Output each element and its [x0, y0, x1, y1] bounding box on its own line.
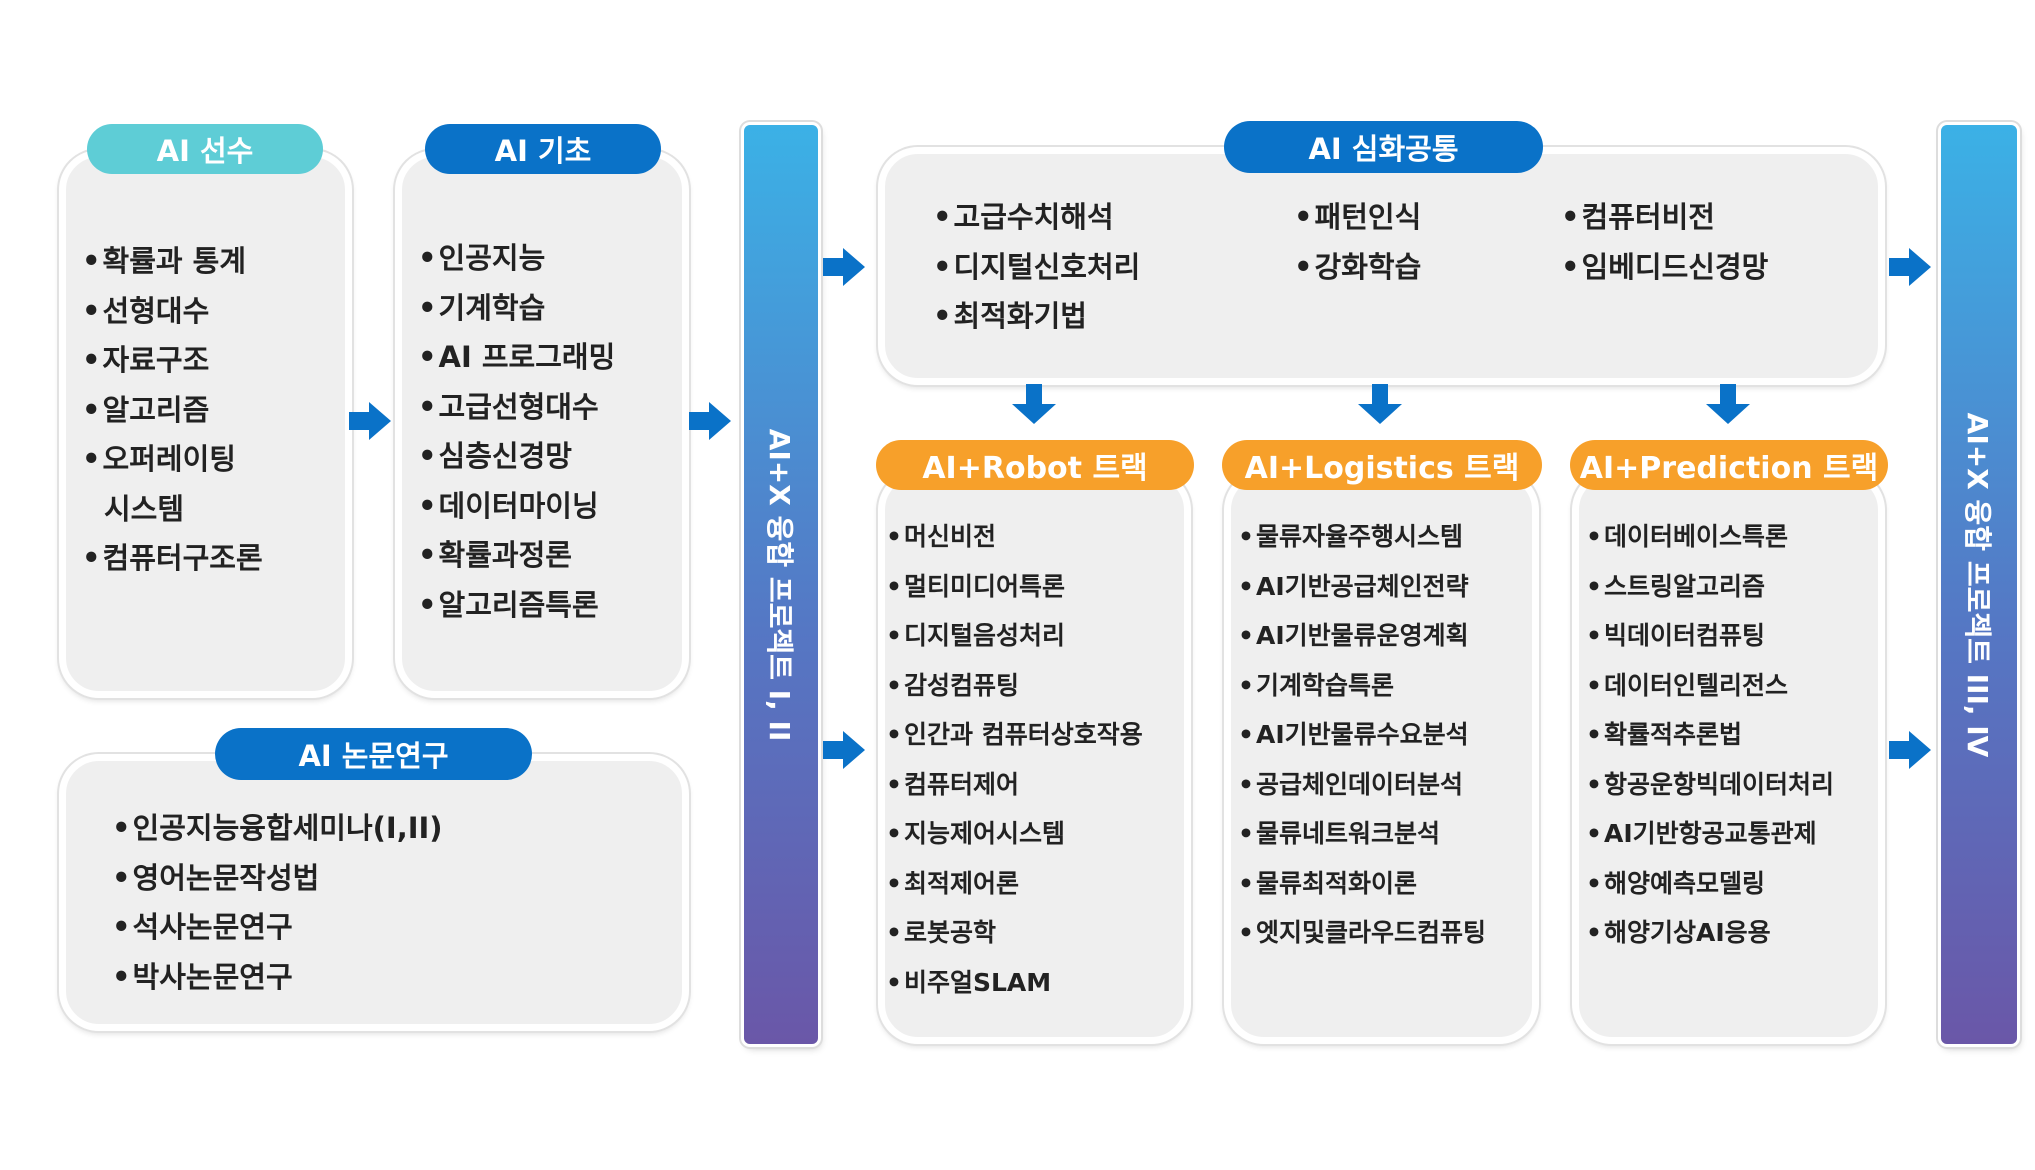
list-item: 확률과정론: [418, 531, 615, 581]
list-item: 알고리즘: [82, 386, 263, 436]
advanced-col1: 고급수치해석 디지털신호처리 최적화기법: [933, 193, 1141, 342]
list-item: 최적제어론: [886, 859, 1143, 909]
list-item: 해양예측모델링: [1586, 859, 1834, 909]
list-item: 임베디드신경망: [1561, 243, 1769, 293]
list-item: 오퍼레이팅: [82, 435, 263, 485]
list-item: AI기반항공교통관제: [1586, 809, 1834, 859]
arrow-right-icon: [349, 402, 391, 440]
prediction-track-title: AI+Prediction 트랙: [1570, 440, 1888, 490]
robot-track-list: 머신비전 멀티미디어특론 디지털음성처리 감성컴퓨팅 인간과 컴퓨터상호작용 컴…: [886, 512, 1143, 1007]
list-item: 디지털신호처리: [933, 243, 1141, 293]
basic-title: AI 기초: [425, 124, 661, 174]
project-2-bar: AI+X 융합 프로젝트 III, IV: [1941, 125, 2017, 1044]
list-item: 석사논문연구: [112, 903, 443, 953]
arrow-right-icon: [823, 731, 865, 769]
arrow-right-icon: [823, 248, 865, 286]
list-item: 자료구조: [82, 336, 263, 386]
list-item: 로봇공학: [886, 908, 1143, 958]
list-item: 선형대수: [82, 287, 263, 337]
list-item: 알고리즘특론: [418, 581, 615, 631]
list-item: 컴퓨터구조론: [82, 534, 263, 584]
project-1-label: AI+X 융합 프로젝트 I, II: [763, 428, 796, 741]
list-item: 인공지능: [418, 234, 615, 284]
list-item: 인공지능융합세미나(I,II): [112, 804, 443, 854]
list-item: 인간과 컴퓨터상호작용: [886, 710, 1143, 760]
list-item: AI 프로그래밍: [418, 333, 616, 383]
list-item: 멀티미디어특론: [886, 562, 1143, 612]
advanced-title: AI 심화공통: [1224, 121, 1543, 173]
robot-track-title: AI+Robot 트랙: [876, 440, 1194, 490]
arrow-down-icon: [1706, 384, 1750, 424]
arrow-down-icon: [1358, 384, 1402, 424]
arrow-right-icon: [1889, 248, 1931, 286]
list-item: 해양기상AI응용: [1586, 908, 1834, 958]
thesis-title: AI 논문연구: [215, 728, 532, 780]
list-item: 기계학습: [418, 284, 615, 334]
list-item: 강화학습: [1294, 243, 1422, 293]
list-item: 심층신경망: [418, 432, 615, 482]
list-item: AI기반공급체인전략: [1238, 562, 1486, 612]
list-item: 확률과 통계: [82, 237, 263, 287]
list-item: 컴퓨터비전: [1561, 193, 1768, 243]
list-item: 컴퓨터제어: [886, 760, 1143, 810]
arrow-right-icon: [689, 402, 731, 440]
project-2-label: AI+X 융합 프로젝트 III, IV: [1961, 412, 1994, 757]
logistics-track-list: 물류자율주행시스템 AI기반공급체인전략 AI기반물류운영계획 기계학습특론 A…: [1238, 512, 1486, 958]
list-item: 데이터인텔리전스: [1586, 661, 1834, 711]
logistics-track-title: AI+Logistics 트랙: [1222, 440, 1542, 490]
list-item: 고급수치해석: [933, 193, 1140, 243]
list-item: 데이터마이닝: [418, 482, 615, 532]
list-item: 공급체인데이터분석: [1238, 760, 1486, 810]
list-item: 박사논문연구: [112, 953, 443, 1003]
list-item: 머신비전: [886, 512, 1143, 562]
list-item: 최적화기법: [933, 292, 1140, 342]
prereq-title: AI 선수: [87, 124, 323, 174]
prediction-track-list: 데이터베이스특론 스트링알고리즘 빅데이터컴퓨팅 데이터인텔리전스 확률적추론법…: [1586, 512, 1834, 958]
list-item: 물류네트워크분석: [1238, 809, 1486, 859]
arrow-right-icon: [1889, 731, 1931, 769]
list-item: 패턴인식: [1294, 193, 1422, 243]
list-item: 비주얼SLAM: [886, 958, 1143, 1008]
list-item: 시스템: [104, 491, 185, 526]
list-item: AI기반물류운영계획: [1238, 611, 1486, 661]
list-item: 물류최적화이론: [1238, 859, 1486, 909]
list-item: 물류자율주행시스템: [1238, 512, 1486, 562]
list-item: 확률적추론법: [1586, 710, 1834, 760]
list-item: 빅데이터컴퓨팅: [1586, 611, 1834, 661]
list-item: 기계학습특론: [1238, 661, 1486, 711]
arrow-down-icon: [1012, 384, 1056, 424]
thesis-list: 인공지능융합세미나(I,II) 영어논문작성법 석사논문연구 박사논문연구: [112, 804, 443, 1002]
advanced-col3: 컴퓨터비전 임베디드신경망: [1561, 193, 1769, 293]
prereq-list: 확률과 통계 선형대수 자료구조 알고리즘 오퍼레이팅 시스템 컴퓨터구조론: [82, 237, 263, 584]
list-item: 감성컴퓨팅: [886, 661, 1143, 711]
list-item: 지능제어시스템: [886, 809, 1143, 859]
list-item: 항공운항빅데이터처리: [1586, 760, 1834, 810]
list-item: 영어논문작성법: [112, 854, 443, 904]
list-item: 엣지및클라우드컴퓨팅: [1238, 908, 1486, 958]
project-1-bar: AI+X 융합 프로젝트 I, II: [744, 125, 818, 1044]
list-item: 디지털음성처리: [886, 611, 1143, 661]
advanced-col2: 패턴인식 강화학습: [1294, 193, 1422, 293]
list-item: AI기반물류수요분석: [1238, 710, 1486, 760]
list-item: 데이터베이스특론: [1586, 512, 1834, 562]
list-item: 고급선형대수: [418, 383, 615, 433]
basic-list: 인공지능 기계학습 AI 프로그래밍 고급선형대수 심층신경망 데이터마이닝 확…: [418, 234, 616, 631]
list-item: 스트링알고리즘: [1586, 562, 1834, 612]
